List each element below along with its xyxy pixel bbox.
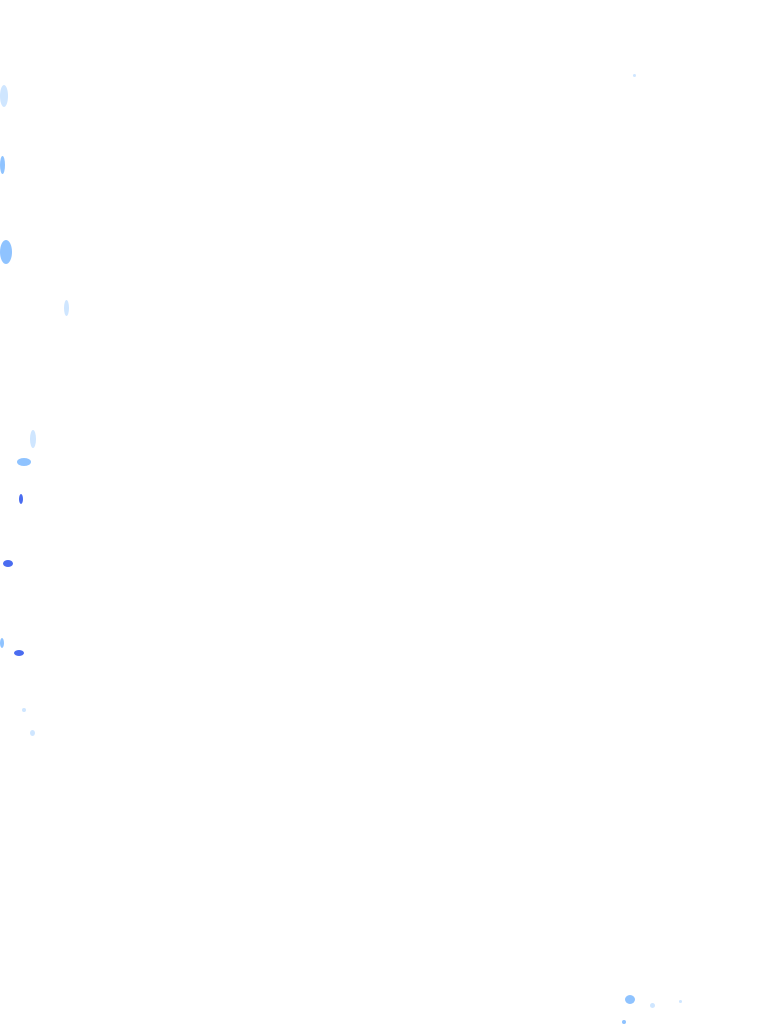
precipitation-cell <box>650 1003 655 1008</box>
precipitation-cell <box>0 156 5 174</box>
precipitation-cell <box>30 430 36 448</box>
precipitation-cell <box>19 494 23 504</box>
precipitation-cell <box>64 300 69 316</box>
precipitation-cell <box>14 650 24 656</box>
precipitation-cell <box>633 74 636 77</box>
precipitation-cell <box>30 730 35 736</box>
precipitation-cell <box>679 1000 682 1003</box>
precipitation-cell <box>0 85 8 107</box>
precipitation-cell <box>3 560 13 567</box>
precipitation-cell <box>622 1020 626 1024</box>
precipitation-cell <box>0 638 4 648</box>
precipitation-cell <box>17 458 31 466</box>
precipitation-cell <box>22 708 26 712</box>
precipitation-cell <box>625 995 635 1004</box>
precipitation-cell <box>0 240 12 264</box>
